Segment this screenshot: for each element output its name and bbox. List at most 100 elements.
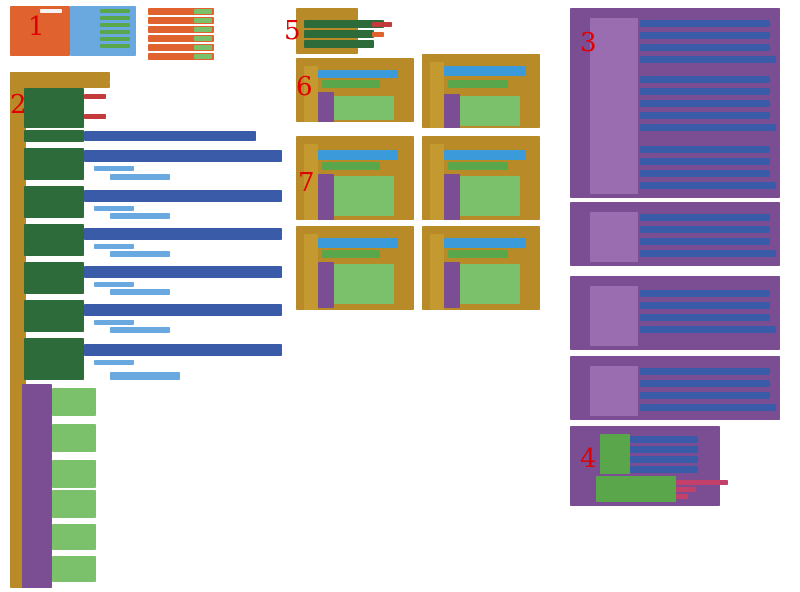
logic-block[interactable] <box>444 66 526 76</box>
component-block[interactable] <box>100 23 130 27</box>
number-block[interactable] <box>194 54 212 59</box>
math-block[interactable] <box>640 226 770 233</box>
math-block[interactable] <box>640 290 770 297</box>
math-block[interactable] <box>640 112 770 119</box>
arg-block[interactable] <box>460 96 520 126</box>
component-getter[interactable] <box>110 372 180 380</box>
math-block[interactable] <box>640 146 770 153</box>
set-block[interactable] <box>304 40 374 48</box>
procedure-call-block[interactable] <box>318 92 334 122</box>
logic-block[interactable] <box>318 70 398 78</box>
math-block[interactable] <box>640 88 770 95</box>
component-block[interactable] <box>100 9 130 13</box>
arg-block[interactable] <box>52 460 96 488</box>
math-block[interactable] <box>640 238 770 245</box>
arg-block[interactable] <box>52 424 96 452</box>
component-block[interactable] <box>322 162 380 170</box>
component-block[interactable] <box>100 37 130 41</box>
math-block[interactable] <box>640 302 770 309</box>
number-block[interactable] <box>194 45 212 50</box>
procedure-body[interactable] <box>590 366 638 416</box>
procedure-call-block[interactable] <box>444 262 460 308</box>
math-block[interactable] <box>640 182 776 189</box>
component-block[interactable] <box>322 250 380 258</box>
math-block[interactable] <box>640 32 770 39</box>
math-block[interactable] <box>84 131 256 141</box>
logic-block[interactable] <box>318 150 398 160</box>
math-block[interactable] <box>640 214 770 221</box>
arg-block[interactable] <box>52 490 96 518</box>
component-block[interactable] <box>448 80 508 88</box>
event-body[interactable] <box>304 234 318 310</box>
math-block[interactable] <box>640 20 770 27</box>
compare-block[interactable] <box>630 456 698 463</box>
event-header[interactable] <box>18 82 110 88</box>
set-component-block[interactable] <box>24 224 84 256</box>
component-block[interactable] <box>100 30 130 34</box>
logic-block[interactable] <box>318 238 398 248</box>
arg-block[interactable] <box>334 176 394 216</box>
text-block[interactable] <box>84 114 106 119</box>
set-component-block[interactable] <box>24 300 84 332</box>
component-getter[interactable] <box>94 320 134 325</box>
component-getter[interactable] <box>110 174 170 180</box>
compare-block[interactable] <box>630 446 698 453</box>
component-getter[interactable] <box>110 327 170 333</box>
number-block[interactable] <box>194 27 212 32</box>
component-getter[interactable] <box>110 213 170 219</box>
math-block[interactable] <box>640 392 770 399</box>
component-getter[interactable] <box>110 289 170 295</box>
global-init-block[interactable] <box>148 44 214 51</box>
component-block[interactable] <box>100 44 130 48</box>
number-block[interactable] <box>194 18 212 23</box>
math-block[interactable] <box>640 76 770 83</box>
component-getter[interactable] <box>94 282 134 287</box>
text-block[interactable] <box>372 22 392 27</box>
set-block[interactable] <box>24 88 84 128</box>
global-init-block[interactable] <box>148 35 214 42</box>
text-block[interactable] <box>676 487 696 492</box>
math-block[interactable] <box>84 304 282 316</box>
component-block[interactable] <box>448 162 508 170</box>
arg-block[interactable] <box>52 388 96 416</box>
math-block[interactable] <box>640 380 770 387</box>
arg-block[interactable] <box>334 264 394 304</box>
set-block[interactable] <box>304 30 374 38</box>
component-block[interactable] <box>100 16 130 20</box>
event-body[interactable] <box>304 144 318 220</box>
arg-block[interactable] <box>460 176 520 216</box>
procedure-call-block[interactable] <box>444 94 460 128</box>
event-body[interactable] <box>430 144 444 220</box>
math-block[interactable] <box>84 344 282 356</box>
math-block[interactable] <box>640 250 776 257</box>
text-block[interactable] <box>676 494 688 499</box>
component-getter[interactable] <box>94 206 134 211</box>
component-getter[interactable] <box>94 166 134 171</box>
arg-block[interactable] <box>334 96 394 120</box>
math-block[interactable] <box>640 100 770 107</box>
compare-block[interactable] <box>630 436 698 443</box>
math-block[interactable] <box>640 44 770 51</box>
text-block[interactable] <box>676 480 728 485</box>
component-getter[interactable] <box>94 360 134 365</box>
math-block[interactable] <box>84 228 282 240</box>
if-block[interactable] <box>600 434 630 474</box>
event-body[interactable] <box>304 66 318 122</box>
math-block[interactable] <box>640 368 770 375</box>
math-block[interactable] <box>84 150 282 162</box>
math-block[interactable] <box>640 158 770 165</box>
text-block[interactable] <box>84 94 106 99</box>
math-block[interactable] <box>640 170 770 177</box>
event-body[interactable] <box>430 234 444 310</box>
set-component-block[interactable] <box>24 130 84 142</box>
set-component-block[interactable] <box>24 186 84 218</box>
logic-block[interactable] <box>444 238 526 248</box>
procedure-body[interactable] <box>590 286 638 346</box>
arg-block[interactable] <box>52 524 96 550</box>
number-block[interactable] <box>194 9 212 14</box>
procedure-call-block[interactable] <box>318 262 334 308</box>
arg-block[interactable] <box>52 556 96 582</box>
component-getter[interactable] <box>110 251 170 257</box>
procedure-call-block[interactable] <box>318 174 334 220</box>
